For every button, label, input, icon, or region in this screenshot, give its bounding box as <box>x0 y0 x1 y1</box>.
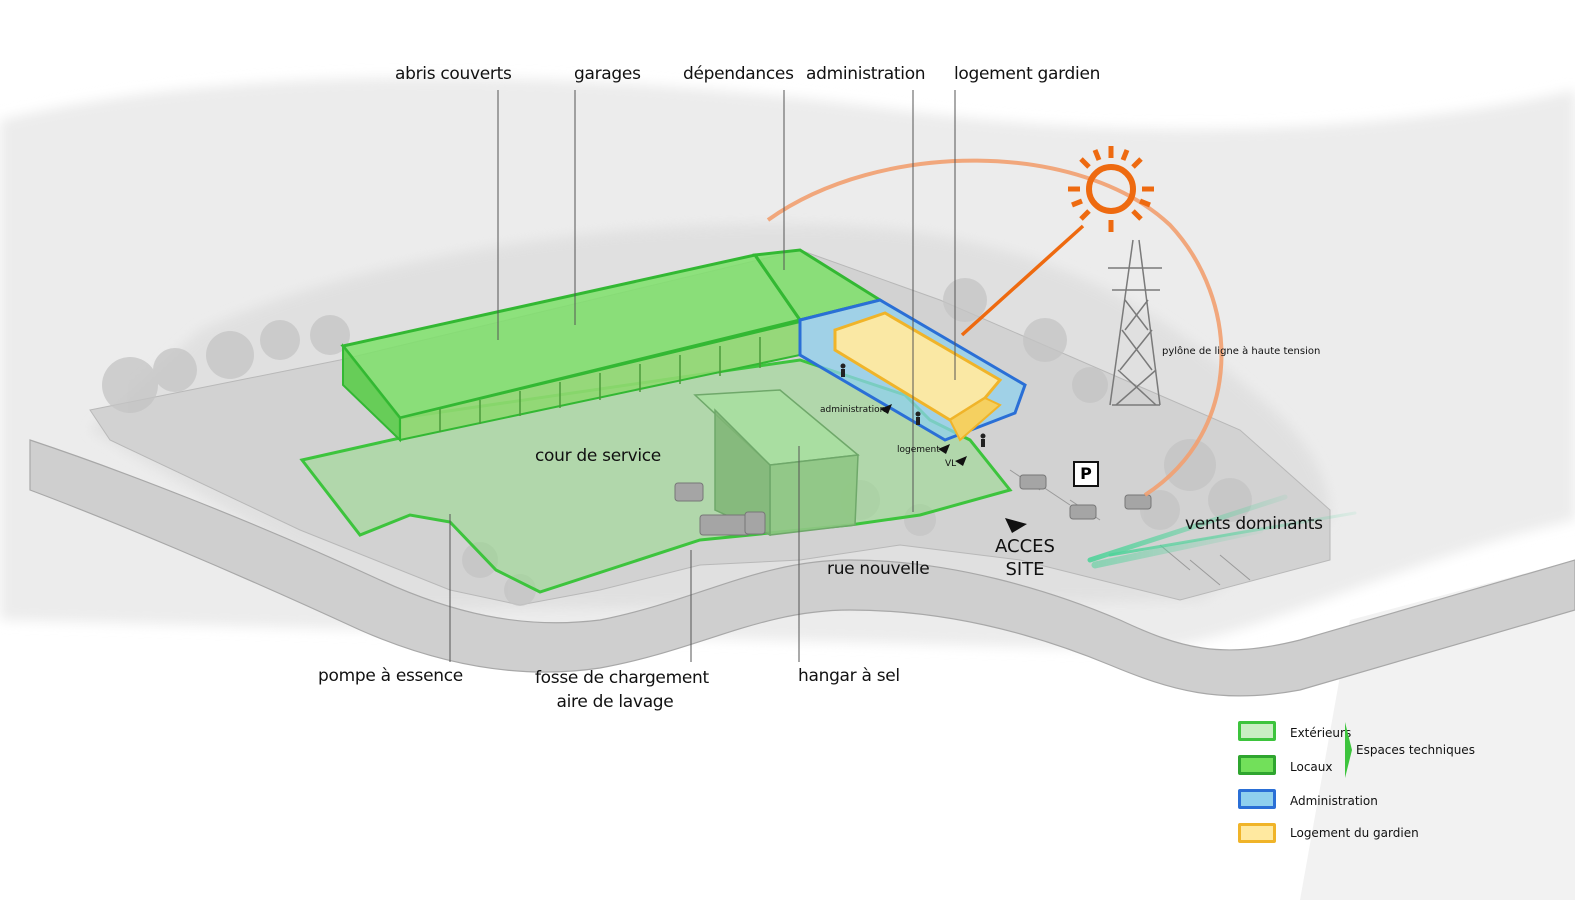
entry-arrows <box>880 404 1027 533</box>
label-pompe-a-essence: pompe à essence <box>318 666 463 686</box>
legend-group-label: Espaces techniques <box>1356 743 1475 757</box>
legend-swatch-locaux <box>1238 755 1276 775</box>
leader-lines <box>449 90 956 662</box>
label-cour-de-service: cour de service <box>535 446 661 466</box>
label-garages: garages <box>574 64 641 84</box>
sun-ray <box>960 224 1085 337</box>
legend-swatch-logement <box>1238 823 1276 843</box>
legend-label-logement: Logement du gardien <box>1290 826 1419 840</box>
legend-swatch-exterieurs <box>1238 721 1276 741</box>
label-acces-line2: SITE <box>1005 559 1045 580</box>
label-rue-nouvelle: rue nouvelle <box>827 559 930 579</box>
label-administration: administration <box>806 64 926 84</box>
legend-label-exterieurs: Extérieurs <box>1290 726 1352 740</box>
label-abris-couverts: abris couverts <box>395 64 512 84</box>
legend-label-locaux: Locaux <box>1290 760 1333 774</box>
acces-arrow-icon <box>1005 518 1027 533</box>
label-fosse-line2: aire de lavage <box>556 692 674 712</box>
label-pylone: pylône de ligne à haute tension <box>1162 346 1321 357</box>
wind-arrows <box>1087 494 1357 569</box>
hangar-a-sel <box>693 389 860 537</box>
label-entry-administration: administration <box>820 405 886 415</box>
label-hangar-a-sel: hangar à sel <box>798 666 900 686</box>
label-vents-dominants: vents dominants <box>1185 514 1323 534</box>
sun-icon <box>1068 146 1154 232</box>
sun-path-arc <box>766 158 1224 497</box>
label-dependances: dépendances <box>683 64 794 84</box>
label-logement-gardien: logement gardien <box>954 64 1101 84</box>
label-acces-site: ACCES SITE <box>992 535 1058 581</box>
vehicles <box>674 474 1152 536</box>
label-entry-logement: logement <box>897 445 940 455</box>
road <box>29 439 1575 697</box>
pylon-icon <box>1108 239 1162 406</box>
parking-sign: P <box>1073 461 1099 487</box>
label-fosse-aire: fosse de chargement aire de lavage <box>535 666 709 714</box>
label-acces-line1: ACCES <box>995 536 1055 557</box>
legend-swatch-administration <box>1238 789 1276 809</box>
label-fosse-line1: fosse de chargement <box>535 668 709 688</box>
pedestrian-icons <box>840 363 986 447</box>
logement-building <box>833 311 1003 442</box>
legend-label-administration: Administration <box>1290 794 1378 808</box>
label-entry-vl: VL <box>945 459 957 469</box>
